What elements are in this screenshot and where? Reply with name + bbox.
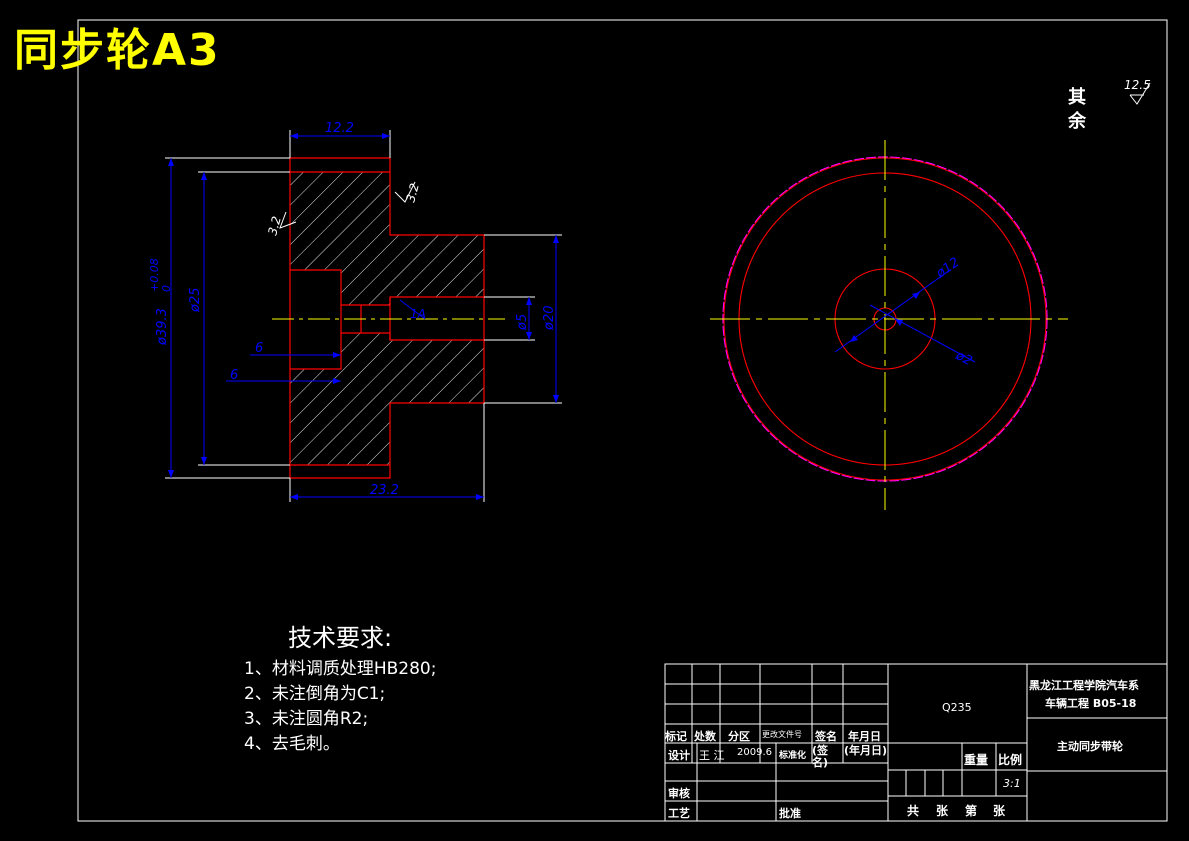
roughness-symbol-icon: [1129, 82, 1151, 105]
tb-school: 黑龙江工程学院汽车系: [1029, 679, 1139, 692]
drawing-title: 同步轮A3: [14, 25, 221, 76]
tech-item: 3、未注圆角R2;: [244, 709, 369, 729]
dim-dia-12: ø12: [933, 255, 962, 282]
tb-nth: 第: [965, 804, 978, 818]
tb-change-doc: 更改文件号: [762, 730, 802, 739]
tb-designer: 王 江: [699, 749, 725, 762]
tb-weight: 重量: [964, 753, 989, 767]
dim-six-b: 6: [230, 368, 238, 383]
tb-part-name: 主动同步带轮: [1057, 740, 1123, 753]
tb-process: 工艺: [668, 807, 690, 820]
tb-date2: (年月日): [844, 744, 888, 757]
dim-hole-1a: 1A: [410, 307, 426, 321]
tb-total: 共: [907, 804, 920, 818]
front-view: ø12 ø2: [710, 140, 1068, 510]
tech-item: 1、材料调质处理HB280;: [244, 659, 437, 679]
roughness-rest-label: 其 余: [1068, 86, 1086, 134]
rest-label-1: 其: [1068, 87, 1086, 108]
rest-label-2: 余: [1068, 111, 1086, 132]
tech-item: 4、去毛刺。: [244, 734, 340, 754]
title-block: [664, 663, 1168, 822]
tb-sign2: (签名): [812, 744, 829, 769]
drawing-frame: [77, 19, 1168, 822]
dim-dia-5: ø5: [515, 314, 530, 331]
tb-sheets2: 张: [993, 804, 1006, 818]
roughness-face: 3.2: [403, 182, 421, 204]
tb-class-code: 车辆工程 B05-18: [1045, 697, 1137, 710]
dim-dia-2: ø2: [952, 348, 974, 369]
dim-width-bottom: 23.2: [370, 483, 399, 498]
tb-sheets: 张: [936, 804, 949, 818]
section-hatch-lower: [290, 333, 484, 465]
dim-dia-20: ø20: [542, 306, 557, 332]
tb-scale: 3:1: [1003, 777, 1021, 790]
tb-zone: 分区: [728, 730, 750, 743]
tech-item: 2、未注倒角为C1;: [244, 684, 386, 704]
section-view: 12.2 23.2 ø39.3 +0.08 0 ø25 ø20 ø5 1A 6 …: [148, 121, 562, 502]
dim-outer-tol-low: 0: [160, 285, 173, 292]
dim-dia-25: ø25: [188, 288, 203, 314]
dim-outer-dia: ø39.3: [155, 308, 170, 346]
tb-date: 年月日: [848, 730, 881, 743]
tb-approve: 批准: [779, 807, 801, 820]
tb-review: 审核: [668, 787, 690, 800]
tb-mark: 标记: [665, 730, 687, 743]
dim-width-top: 12.2: [325, 121, 354, 136]
tb-standard: 标准化: [779, 751, 807, 761]
tb-scale-label: 比例: [998, 753, 1023, 767]
tb-design-date: 2009.6: [737, 747, 772, 758]
tb-material: Q235: [942, 701, 972, 714]
dim-outer-tol-high: +0.08: [148, 258, 161, 292]
tech-requirements-title: 技术要求:: [288, 624, 393, 652]
roughness-main-value: 12.5: [1124, 78, 1151, 92]
section-hatch-upper: [290, 172, 484, 305]
tb-sign: 签名: [815, 730, 837, 743]
roughness-side: 3.2: [265, 215, 283, 237]
tb-design: 设计: [668, 749, 690, 762]
tb-count: 处数: [694, 730, 716, 743]
dim-six-a: 6: [255, 341, 263, 356]
